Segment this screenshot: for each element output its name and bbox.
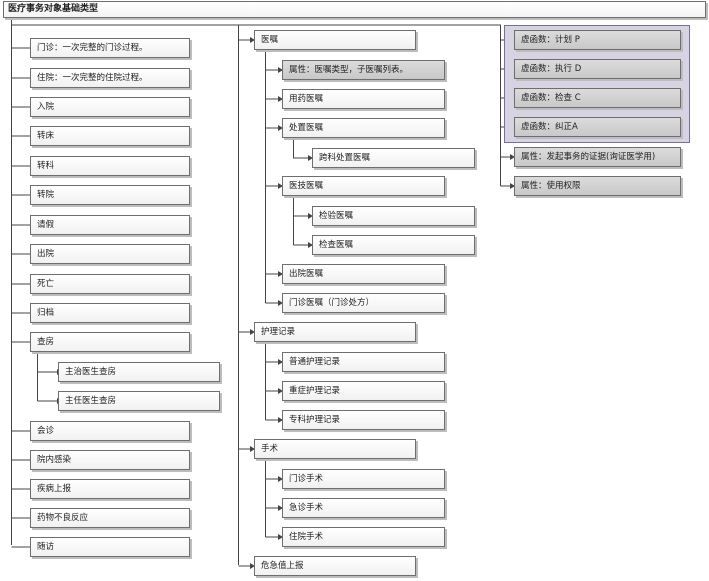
node-death: 死亡 [30,274,190,294]
node-leave: 请假 [30,215,190,235]
node-treatment-orders: 处置医嘱 [282,118,445,138]
node-exam-orders: 检验医嘱 [312,206,475,226]
node-attribute-evidence: 属性：发起事务的证据(询证医学用) [514,147,681,167]
node-discharge: 出院 [30,244,190,264]
node-surgery: 手术 [254,439,416,459]
node-cross-dept-treatment: 跨科处置医嘱 [312,148,475,168]
node-dept-transfer: 转科 [30,156,190,176]
node-orders: 医嘱 [254,30,416,50]
node-critical-value-report: 危急值上报 [254,556,416,576]
node-attending-round: 主治医生查房 [58,362,220,382]
node-outpatient: 门诊：一次完整的门诊过程。 [30,38,190,58]
node-inspection-orders: 检查医嘱 [312,235,475,255]
node-attribute-permission: 属性：使用权限 [514,176,681,196]
node-virtual-check: 虚函数：检查 C [514,88,681,108]
node-chief-round: 主任医生查房 [58,391,220,411]
node-critical-nursing: 重症护理记录 [282,381,445,401]
node-consultation: 会诊 [30,421,190,441]
node-admission: 入院 [30,97,190,117]
node-inpatient: 住院：一次完整的住院过程。 [30,68,190,88]
node-disease-report: 疾病上报 [30,479,190,499]
node-nursing-records: 护理记录 [254,322,416,342]
node-bed-transfer: 转床 [30,126,190,146]
diagram-title: 医疗事务对象基础类型 [3,1,706,18]
node-nosocomial-infection: 院内感染 [30,450,190,470]
node-archive: 归档 [30,303,190,323]
node-medication-orders: 用药医嘱 [282,89,445,109]
node-discharge-orders: 出院医嘱 [282,264,445,284]
node-tech-orders: 医技医嘱 [282,176,445,196]
node-outpatient-orders: 门诊医嘱（门诊处方） [282,293,445,313]
node-inpatient-surgery: 住院手术 [282,527,445,547]
node-general-nursing: 普通护理记录 [282,352,445,372]
node-specialty-nursing: 专科护理记录 [282,410,445,430]
node-virtual-plan: 虚函数：计划 P [514,30,681,50]
node-adverse-drug-reaction: 药物不良反应 [30,508,190,528]
node-orders-attribute: 属性：医嘱类型，子医嘱列表。 [282,60,445,80]
node-follow-up: 随访 [30,537,190,557]
node-virtual-act: 虚函数：纠正A [514,117,681,137]
node-virtual-do: 虚函数：执行 D [514,59,681,79]
node-ward-round: 查房 [30,332,190,352]
node-hospital-transfer: 转院 [30,185,190,205]
node-outpatient-surgery: 门诊手术 [282,469,445,489]
node-emergency-surgery: 急诊手术 [282,498,445,518]
